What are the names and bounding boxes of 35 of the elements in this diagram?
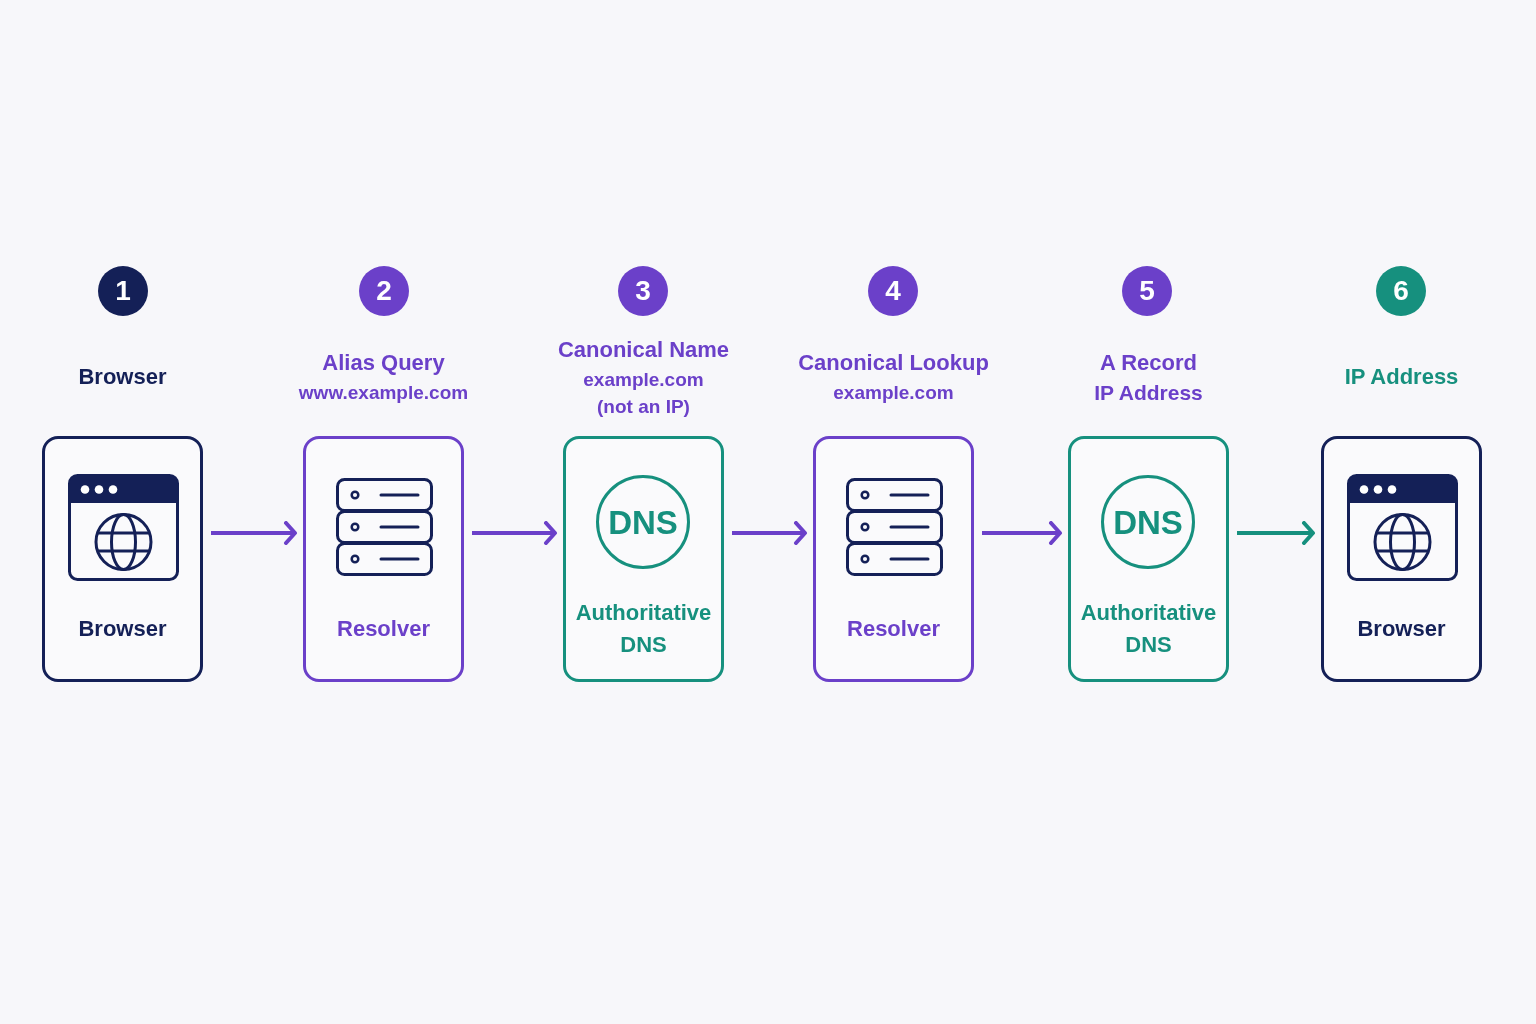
dns-server-card (563, 436, 724, 682)
step-detail: IP Address (1094, 380, 1203, 406)
card-label: Authoritative DNS (574, 599, 713, 659)
card-label: Resolver (337, 615, 430, 643)
dns-server-card (1068, 436, 1229, 682)
browser-card (1321, 436, 1482, 682)
card-label: Browser (78, 615, 167, 643)
arrow (211, 521, 297, 545)
arrow (1237, 521, 1315, 545)
step-detail: www.example.com (298, 381, 469, 405)
browser-card (42, 436, 203, 682)
step-number-badge: 1 (98, 266, 148, 316)
step-number-badge: 2 (359, 266, 409, 316)
card-label: Resolver (847, 615, 940, 643)
step-heading: Canonical Lookup (798, 349, 989, 377)
dns-circle: DNS (596, 475, 690, 569)
card-label: Browser (1357, 615, 1446, 643)
arrow (472, 521, 557, 545)
arrow (982, 521, 1062, 545)
step-heading: Canonical Name (557, 335, 730, 364)
step-heading: A Record (1100, 349, 1197, 377)
step-number-badge: 6 (1376, 266, 1426, 316)
resolver-card (303, 436, 464, 682)
step-detail: example.com (not an IP) (582, 367, 705, 419)
step-number-badge: 4 (868, 266, 918, 316)
card-label: Authoritative DNS (1079, 599, 1218, 659)
step-number-badge: 5 (1122, 266, 1172, 316)
dns-circle: DNS (1101, 475, 1195, 569)
step-number-badge: 3 (618, 266, 668, 316)
step-heading: Browser (78, 362, 167, 391)
resolver-card (813, 436, 974, 682)
step-detail: example.com (833, 381, 954, 405)
step-heading: IP Address (1344, 362, 1459, 391)
arrow (732, 521, 807, 545)
step-heading: Alias Query (322, 349, 445, 377)
